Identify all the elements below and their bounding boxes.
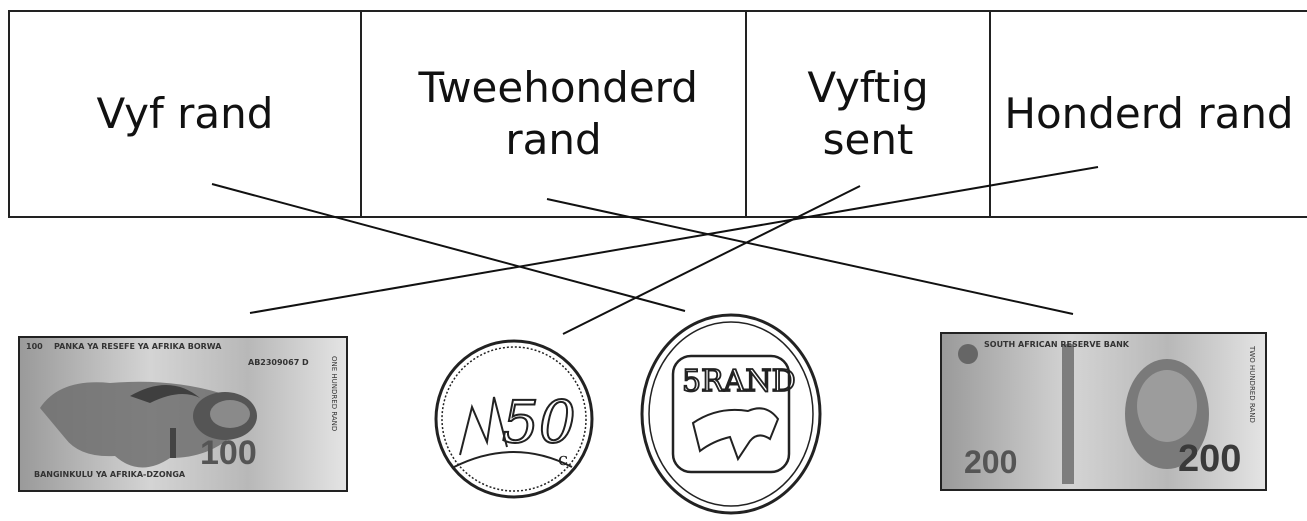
note-denomination-left: 200 [964,444,1017,481]
match-line-vyf-rand-to-5-rand-coin [212,184,685,311]
note-corner-value: 100 [26,342,43,351]
note-denomination: 100 [200,434,257,473]
coin-value: 50 [502,388,576,456]
note-side-text: ONE HUNDRED RAND [330,356,338,431]
five-rand-coin-icon: 5RAND [638,311,824,517]
note-bottom-text: BANGINKULU YA AFRIKA-DZONGA [34,470,185,479]
five-rand-coin: 5RAND [638,311,824,517]
coin-unit: c [558,449,568,470]
note-serial: AB2309067 D [248,358,309,367]
coin-text: 5RAND [682,364,796,399]
note-denomination-right: 200 [1178,438,1241,481]
fifty-cent-coin: 50 c [432,337,596,501]
note-top-text: PANKA YA RESEFE YA AFRIKA BORWA [54,342,221,351]
note-side-text: TWO HUNDRED RAND [1248,346,1256,423]
note-top-text: SOUTH AFRICAN RESERVE BANK [984,340,1129,349]
two-hundred-rand-banknote: SOUTH AFRICAN RESERVE BANK 200 200 TWO H… [940,332,1267,491]
fifty-cent-coin-icon: 50 c [432,337,596,501]
hundred-rand-banknote: 100 PANKA YA RESEFE YA AFRIKA BORWA AB23… [18,336,348,492]
